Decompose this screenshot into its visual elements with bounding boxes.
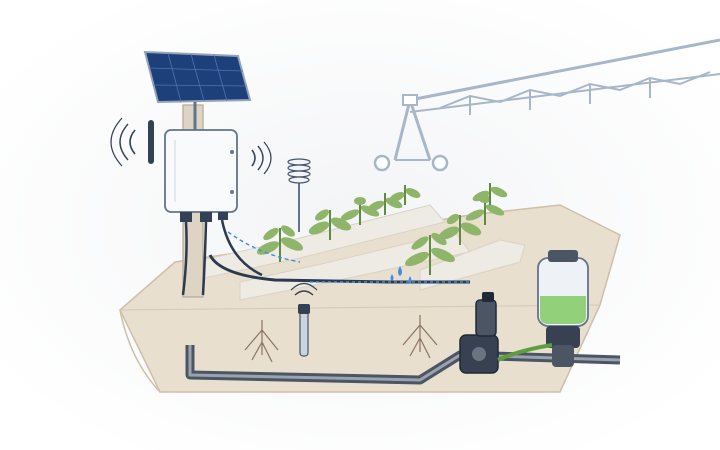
drip-line bbox=[208, 254, 470, 284]
center-pivot-irrigation bbox=[373, 38, 720, 172]
plant bbox=[256, 225, 304, 262]
controller-cables bbox=[181, 219, 263, 296]
fertilizer-line bbox=[497, 343, 553, 362]
plant bbox=[389, 185, 421, 205]
plant bbox=[340, 197, 380, 225]
wifi-signal-icon bbox=[251, 141, 272, 175]
underground-pipe bbox=[185, 345, 621, 385]
plant bbox=[308, 209, 352, 240]
plant bbox=[405, 232, 455, 275]
antenna-icon bbox=[110, 117, 154, 167]
weather-sensor bbox=[287, 158, 311, 232]
sensor-link-dashed bbox=[227, 231, 301, 263]
solenoid-valve bbox=[459, 292, 499, 374]
water-droplets bbox=[390, 266, 412, 284]
solar-panel bbox=[143, 50, 252, 130]
wireless-controller-box bbox=[164, 129, 238, 222]
fertilizer-injection-tank bbox=[537, 250, 589, 367]
soil-moisture-probe bbox=[290, 282, 318, 357]
plant-roots bbox=[244, 315, 438, 363]
plant bbox=[472, 183, 508, 205]
plant bbox=[438, 213, 482, 245]
crop-rows bbox=[256, 183, 508, 275]
